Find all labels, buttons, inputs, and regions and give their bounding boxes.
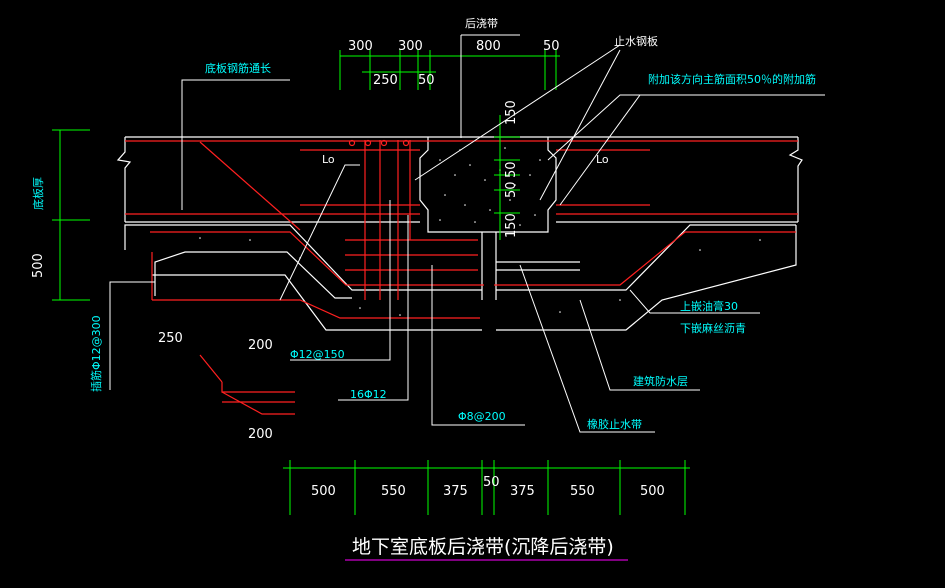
drawing-title: 地下室底板后浇带(沉降后浇带) <box>352 536 614 558</box>
label-building-waterproof: 建筑防水层 <box>633 374 688 388</box>
dim-bottom-7: 500 <box>640 484 665 499</box>
dim-800: 800 <box>476 39 501 54</box>
label-rubber-waterstop: 橡胶止水带 <box>587 417 642 431</box>
label-phi12-150: Φ12@150 <box>290 348 345 361</box>
label-phi8-200: Φ8@200 <box>458 410 506 423</box>
dim-bottom-6: 550 <box>570 484 595 499</box>
label-dowel: 插筋Φ12@300 <box>89 315 103 392</box>
label-top-caulk: 上嵌油膏30 <box>680 299 738 313</box>
label-bottom-rebar: 底板钢筋通长 <box>205 61 271 75</box>
dim-v-150-b: 150 <box>504 213 519 238</box>
dim-300-b: 300 <box>398 39 423 54</box>
label-additional-rebar: 附加该方向主筋面积50％的附加筋 <box>648 72 816 86</box>
dim-50-b: 50 <box>418 73 435 88</box>
dim-hook-200-a: 200 <box>248 338 273 353</box>
dim-bottom-2: 550 <box>381 484 406 499</box>
dim-v-50-a: 50 <box>504 161 519 178</box>
label-lo-left: Lo <box>322 153 335 166</box>
dim-500-left: 500 <box>31 253 46 278</box>
label-post-pour-strip: 后浇带 <box>465 17 498 30</box>
slab-outline <box>116 136 803 331</box>
dim-300-a: 300 <box>348 39 373 54</box>
label-16phi12: 16Φ12 <box>350 388 387 401</box>
dim-50-a: 50 <box>543 39 560 54</box>
dim-250: 250 <box>373 73 398 88</box>
leader-lines <box>109 34 825 433</box>
dim-v-50-b: 50 <box>504 181 519 198</box>
dim-bottom-1: 500 <box>311 484 336 499</box>
label-slab-thickness: 底板厚 <box>31 177 45 210</box>
label-waterstop-plate: 止水钢板 <box>614 34 658 48</box>
dim-bottom-3: 375 <box>443 484 468 499</box>
label-lo-right: Lo <box>596 153 609 166</box>
dim-hook-250: 250 <box>158 331 183 346</box>
dimension-lines <box>52 50 690 515</box>
rebar-lines <box>125 139 798 415</box>
dim-bottom-5: 375 <box>510 484 535 499</box>
label-bottom-caulk: 下嵌麻丝沥青 <box>680 321 746 335</box>
dim-hook-200-b: 200 <box>248 427 273 442</box>
dim-bottom-4: 50 <box>483 475 500 490</box>
dim-v-150-a: 150 <box>504 100 519 125</box>
